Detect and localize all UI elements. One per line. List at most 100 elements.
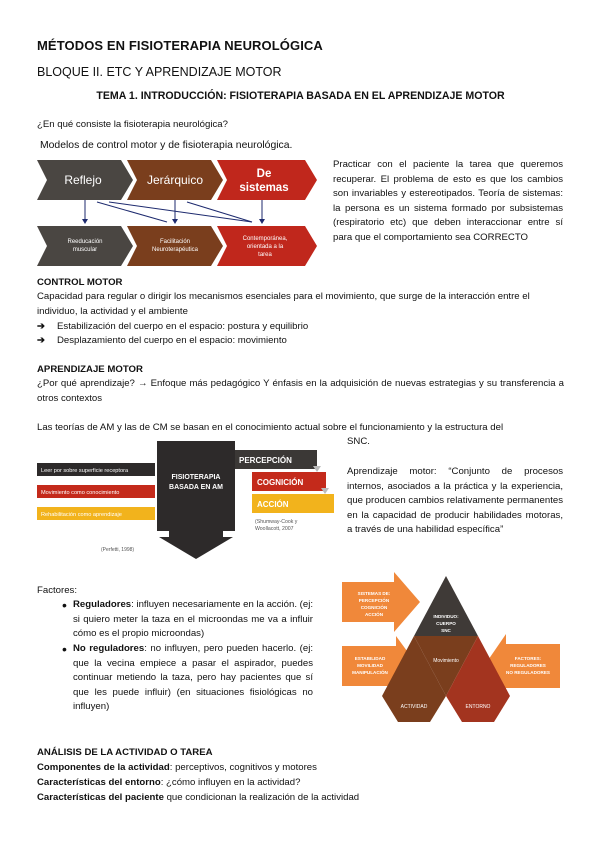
aprendizaje-motor-heading: APRENDIZAJE MOTOR [37, 364, 143, 375]
top-left-arrow [342, 572, 420, 632]
chevron-label-contemporanea-1: Contemporánea, [243, 236, 288, 242]
chevron-label-jerarquico: Jerárquico [147, 173, 203, 187]
factor-reguladores-text: : influyen necesariamente en la acción. … [73, 599, 313, 639]
triangle-left [382, 636, 446, 696]
top-arrow-label-4: ACCIÓN [365, 610, 384, 617]
small-arrow-icon [321, 488, 329, 494]
document-title: MÉTODOS EN FISIOTERAPIA NEUROLÓGICA [37, 38, 323, 53]
triangle-bottom-right [446, 696, 510, 722]
analisis-line-label: Características del entorno [37, 777, 161, 788]
control-motor-heading: CONTROL MOTOR [37, 277, 123, 288]
chevron-label-contemporanea-3: tarea [258, 252, 272, 258]
factor-reguladores-label: Reguladores [73, 599, 132, 610]
bottom-right-label: ENTORNO [466, 704, 491, 710]
analisis-line-label: Características del paciente [37, 792, 164, 803]
analisis-line-text: : ¿cómo influyen en la actividad? [160, 777, 301, 788]
factor-no-reguladores-label: No reguladores [73, 643, 145, 654]
analisis-line-label: Componentes de la actividad [37, 762, 170, 773]
right-arrow [484, 634, 560, 698]
chevron-label-reflejo: Reflejo [64, 173, 102, 187]
top-arrow-label-3: COGNICIÓN [361, 603, 388, 610]
factor-no-reguladores-text: : no influyen, pero pueden hacerlo. (ej:… [73, 643, 313, 712]
right-arrow-label-1: FACTORES: [515, 656, 542, 661]
analisis-heading: ANÁLISIS DE LA ACTIVIDAD O TAREA [37, 747, 213, 758]
control-motor-item-text: Estabilización del cuerpo en el espacio:… [57, 321, 309, 332]
connector-arrows [84, 200, 263, 223]
am-center-label-1: FISIOTERAPIA [171, 474, 220, 481]
chevron-sistemas [217, 160, 317, 200]
chevron-facilitacion [127, 226, 223, 266]
am-right-box-cognicion [252, 472, 326, 491]
am-citation-bottom: (Perfetti, 1998) [101, 547, 134, 553]
am-right-label-percepcion: PERCEPCIÓN [239, 456, 292, 465]
chevron-jerarquico [127, 160, 223, 200]
chevron-label-contemporanea-2: orientada a la [247, 244, 284, 250]
control-motor-body: Capacidad para regular o dirigir los mec… [37, 291, 530, 317]
am-right-box-percepcion [235, 450, 317, 469]
apex-label-1: INDIVIDUO: [433, 614, 459, 619]
analisis-line: Características del paciente que condici… [37, 791, 359, 806]
am-citation-right-1: (Shumway-Cook y [255, 519, 298, 525]
triangle-diagram-svg: SISTEMAS DE: PERCEPCIÓN COGNICIÓN ACCIÓN… [342, 572, 560, 722]
triangle-bottom-left [382, 696, 446, 722]
am-right-box-accion [252, 494, 334, 513]
triangle-right [446, 636, 510, 696]
analisis-line: Características del entorno: ¿cómo influ… [37, 776, 300, 791]
models-diagram-svg: Reflejo Jerárquico De sistemas Reeducaci… [37, 160, 317, 266]
chevron-label-reeducacion-2: muscular [73, 247, 97, 253]
triangle-center [414, 636, 478, 696]
aprendizaje-motor-body: ¿Por qué aprendizaje? → Enfoque más peda… [37, 378, 564, 404]
am-left-label-1: Leer por sobre superficie receptora [41, 468, 129, 474]
bottom-left-label: ACTIVIDAD [401, 704, 428, 710]
analisis-line: Componentes de la actividad: perceptivos… [37, 761, 317, 776]
control-motor-item-text: Desplazamiento del cuerpo en el espacio:… [57, 335, 287, 346]
motor-control-models-diagram: Modelos de control motor y de fisioterap… [37, 140, 323, 272]
chevron-reeducacion [37, 226, 133, 266]
arrow-icon: ➔ [37, 321, 46, 332]
chevron-label-reeducacion-1: Reeducación [67, 239, 102, 245]
small-arrow-icon [313, 466, 321, 472]
intro-paragraph: Practicar con el paciente la tarea que q… [333, 159, 563, 243]
am-left-bar-2 [37, 485, 155, 498]
am-theories-snc: SNC. [347, 436, 370, 447]
factors-triangle-diagram: SISTEMAS DE: PERCEPCIÓN COGNICIÓN ACCIÓN… [338, 566, 564, 728]
am-right-label-accion: ACCIÓN [257, 500, 289, 509]
block-title: BLOQUE II. ETC Y APRENDIZAJE MOTOR [37, 65, 282, 79]
down-arrow-icon [159, 531, 233, 559]
apex-label-2: CUERPO [436, 621, 456, 626]
chevron-label-sistemas-1: De [257, 168, 272, 180]
factores-heading: Factores: [37, 585, 77, 596]
am-theories-text: Las teorías de AM y las de CM se basan e… [37, 422, 504, 433]
top-arrow-label-1: SISTEMAS DE: [358, 591, 391, 596]
center-label: Movimiento [433, 658, 459, 664]
control-motor-item: ➔ Estabilización del cuerpo en el espacio… [37, 320, 308, 335]
analisis-line-text: que condicionan la realización de la act… [163, 792, 360, 803]
arrow-icon: ➔ [37, 335, 46, 346]
analisis-line-text: : perceptivos, cognitivos y motores [169, 762, 317, 773]
factor-no-reguladores: No reguladores: no influyen, pero pueden… [73, 642, 313, 715]
topic-title: TEMA 1. INTRODUCCIÓN: FISIOTERAPIA BASAD… [96, 90, 505, 102]
intro-question: ¿En qué consiste la fisioterapia neuroló… [37, 119, 228, 130]
top-arrow-label-2: PERCEPCIÓN [359, 596, 390, 603]
apex-label-3: SNC [441, 628, 451, 633]
left-arrow-label-3: MANIPULACIÓN [352, 668, 388, 675]
am-left-bar-1 [37, 463, 155, 476]
triangle-apex [414, 576, 478, 636]
chevron-contemporanea [217, 226, 317, 266]
am-left-label-3: Rehabilitación como aprendizaje [41, 512, 122, 518]
control-motor-item: ➔ Desplazamiento del cuerpo en el espacio… [37, 334, 287, 349]
am-definition: Aprendizaje motor: “Conjunto de procesos… [347, 466, 563, 535]
am-diagram-svg: Leer por sobre superficie receptora Movi… [37, 441, 334, 563]
am-physio-diagram: Leer por sobre superficie receptora Movi… [37, 441, 337, 563]
chevron-label-sistemas-2: sistemas [239, 182, 288, 194]
chevron-reflejo [37, 160, 133, 200]
am-center-label-2: BASADA EN AM [169, 484, 223, 491]
bullet-icon: • [62, 641, 67, 657]
chevron-label-facilitacion-1: Facilitación [160, 239, 190, 245]
diagram-title: Modelos de control motor y de fisioterap… [40, 140, 293, 151]
am-center-box [157, 441, 235, 531]
bullet-icon: • [62, 597, 67, 613]
right-arrow-label-3: NO REGULADORES [506, 670, 550, 675]
right-arrow-label-2: REGULADORES [510, 663, 546, 668]
am-citation-right-2: Woollacott, 2007 [255, 526, 294, 532]
